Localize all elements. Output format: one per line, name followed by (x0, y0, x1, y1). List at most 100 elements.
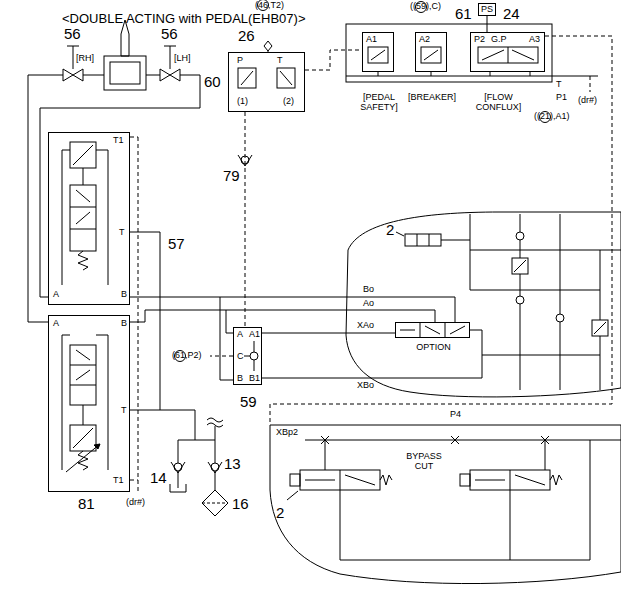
solenoid-valve-symbol (277, 68, 295, 88)
callout-number: 16 (232, 496, 249, 511)
bypass-cut-breakout (305, 480, 335, 481)
line-label: Bo (362, 285, 375, 294)
relief-valve-symbol (70, 365, 96, 366)
pilot-line (130, 137, 138, 138)
breaker-symbol (121, 20, 129, 56)
control-valve-breakout (346, 212, 621, 397)
connector-line (130, 310, 435, 322)
shuttle-valve-symbol (250, 352, 258, 360)
shuttle-valve-symbol (450, 326, 465, 334)
relief-valve-block: T1TAB (48, 132, 130, 305)
relief-valve-symbol (73, 428, 93, 448)
pilot-line (590, 76, 591, 92)
pilot-line (138, 137, 139, 494)
solenoid-valve-symbol (238, 68, 256, 88)
pilot-line (270, 36, 612, 425)
shuttle-valve-symbol (244, 356, 250, 357)
control-valve-breakout (346, 212, 621, 397)
port-label: A2 (419, 35, 430, 44)
relief-valve-block: ABTT1 (48, 315, 130, 492)
relief-valve-symbol (62, 335, 70, 470)
port-label: T (119, 228, 125, 237)
control-valve-breakout (592, 320, 608, 336)
pedal-valve-block: PT(1)(2) (228, 52, 305, 112)
relief-valve-symbol (70, 385, 96, 386)
relief-valve-symbol (76, 190, 90, 202)
bypass-cut-breakout (510, 490, 511, 560)
bypass-cut-breakout (290, 474, 300, 486)
port-label: [PEDAL SAFETY] (354, 93, 404, 113)
relief-valve-symbol (76, 350, 90, 360)
port-label: C (237, 352, 244, 361)
bypass-cut-breakout (380, 475, 392, 485)
solenoid-valve-symbol (424, 50, 438, 60)
callout-number: 26 (238, 28, 255, 43)
port-label: A3 (529, 35, 540, 44)
port-name: XBp2 (276, 428, 298, 437)
control-valve-breakout (512, 258, 528, 274)
pilot-line (210, 356, 233, 357)
control-valve-breakout (470, 290, 600, 291)
port-label: T1 (113, 476, 124, 485)
check-valve-symbol (171, 462, 185, 473)
solenoid-valve-symbol (346, 76, 598, 77)
connector-line (262, 333, 395, 334)
bypass-cut-breakout (300, 470, 380, 490)
bypass-cut-breakout (340, 470, 341, 490)
relief-valve-symbol (70, 185, 96, 251)
check-valve-symbol (208, 462, 222, 473)
control-valve-breakout (516, 232, 524, 240)
relief-valve-symbol (76, 212, 90, 224)
port-label: [BREAKER] (407, 93, 457, 103)
breaker-symbol (104, 20, 146, 90)
port-label: A1 (366, 35, 377, 44)
port-label: B (237, 374, 243, 383)
port-name: P4 (450, 410, 461, 419)
hydraulic-line (146, 75, 160, 76)
bypass-cut-breakout (325, 440, 326, 470)
hydraulic-line (130, 310, 435, 322)
solenoid-valve-symbol (490, 72, 491, 76)
control-valve-breakout (556, 314, 564, 322)
reference-note: (46,T2) (255, 1, 284, 10)
check-valve-symbol (211, 463, 219, 471)
port-label: T1 (113, 136, 124, 145)
pilot-line (245, 112, 246, 327)
control-valve-breakout (516, 296, 524, 304)
reference-note: (61,P2) (172, 351, 202, 360)
option-spool: OPTION (395, 322, 470, 338)
breaker-symbol (104, 56, 146, 90)
hydraulic-line (215, 426, 216, 490)
hydraulic-line (83, 75, 104, 76)
port-label: PS (481, 5, 493, 14)
line-label: Ao (362, 299, 375, 308)
shuttle-valve-symbol (254, 360, 255, 371)
filter-symbol (202, 490, 228, 516)
port-label: B (121, 290, 127, 299)
hydraulic-line (28, 75, 63, 322)
check-valve-symbol (174, 463, 182, 471)
callout-number: 24 (503, 6, 520, 21)
relief-valve-symbol (96, 150, 108, 285)
bypass-cut-breakout (550, 475, 562, 485)
relief-valve-symbol (94, 444, 100, 449)
relief-valve-symbol (70, 345, 96, 405)
relief-valve-symbol (70, 142, 96, 168)
connector-line (245, 112, 246, 327)
port-label: B1 (249, 374, 260, 383)
control-valve-breakout (441, 240, 470, 241)
solenoid-valve-symbol (264, 41, 272, 51)
port-label: P2 (474, 35, 485, 44)
control-valve-breakout (594, 322, 606, 334)
port-label: P (237, 56, 243, 65)
stop-valve-symbol (73, 46, 74, 69)
shuttle-valve-symbol (254, 341, 255, 352)
relief-valve-symbol (62, 142, 108, 472)
filter-symbol (202, 503, 228, 504)
solenoid-valve-symbol (241, 71, 253, 85)
connector-line (487, 16, 488, 32)
reference-note: ((21),A1) (534, 112, 570, 121)
control-valve-breakout (470, 214, 471, 290)
relief-valve-symbol (76, 370, 90, 380)
